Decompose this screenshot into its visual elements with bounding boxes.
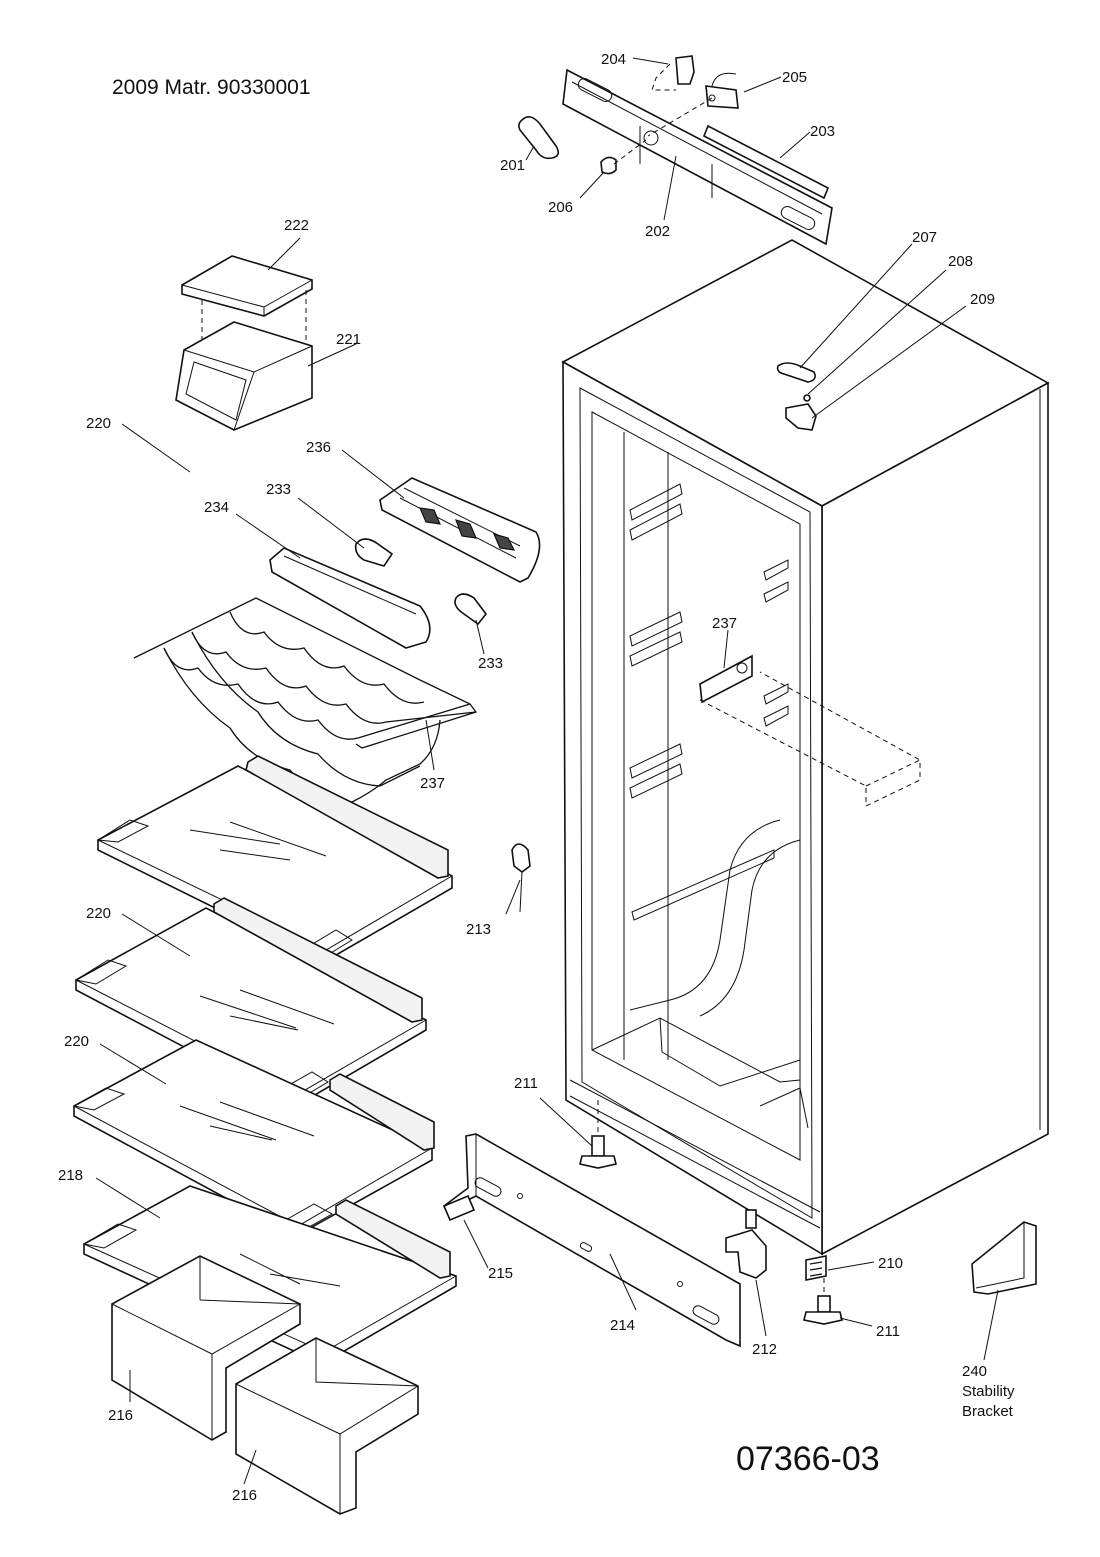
callout-209: 209: [970, 291, 995, 308]
callout-bracket: Bracket: [962, 1403, 1014, 1420]
callout-204: 204: [601, 51, 626, 68]
callout-220-bottom: 220: [64, 1033, 89, 1050]
callout-216-left: 216: [108, 1407, 133, 1424]
bracket-215: [442, 1194, 476, 1222]
dairy-box-221: [175, 321, 313, 431]
control-panel-202: [562, 68, 833, 246]
callout-211-left: 211: [514, 1075, 538, 1092]
part-207: [776, 362, 816, 383]
callout-202: 202: [645, 223, 670, 240]
callout-216-right: 216: [232, 1487, 257, 1504]
callout-220-middle: 220: [86, 905, 111, 922]
foot-211-right: [803, 1295, 843, 1325]
stability-bracket-240: [971, 1221, 1037, 1295]
callout-211-right: 211: [876, 1323, 900, 1340]
callout-214: 214: [610, 1317, 635, 1334]
light-strip-203: [702, 124, 830, 200]
callout-233-lower: 233: [478, 655, 503, 672]
callout-201: 201: [500, 157, 525, 174]
callout-208: 208: [948, 253, 973, 270]
callout-237-rack: 237: [420, 775, 445, 792]
callout-203: 203: [810, 123, 835, 140]
callout-labels: 204 205 203 201 206 202 207 208 209 222 …: [58, 51, 1015, 1504]
callout-215: 215: [488, 1265, 513, 1282]
callout-222: 222: [284, 217, 309, 234]
glass-shelf-220-middle: [74, 897, 427, 1109]
foot-211-left: [579, 1135, 617, 1169]
callout-221: 221: [336, 331, 361, 348]
lamp-housing-236: [379, 477, 541, 583]
callout-207: 207: [912, 229, 937, 246]
hinge-209: [785, 403, 817, 431]
drawing-number: 07366-03: [736, 1440, 880, 1478]
kick-plate-214: [443, 1133, 741, 1348]
crisper-shelf-218: [82, 1185, 457, 1365]
thermostat-knob-206: [600, 156, 617, 175]
lamp-213: [511, 843, 531, 913]
thermostat-205: [705, 72, 739, 109]
screw-208: [803, 394, 811, 402]
lens-201: [518, 116, 560, 160]
cabinet: [561, 239, 1050, 1256]
callout-210: 210: [878, 1255, 903, 1272]
bulb-233-lower: [454, 593, 488, 626]
callout-233-upper: 233: [266, 481, 291, 498]
dairy-lid-222: [181, 255, 313, 317]
callout-236: 236: [306, 439, 331, 456]
callout-206: 206: [548, 199, 573, 216]
callout-205: 205: [782, 69, 807, 86]
callout-stability: Stability: [962, 1383, 1015, 1400]
wine-rack-237: [133, 597, 478, 803]
callout-237-rear: 237: [712, 615, 737, 632]
part-210: [805, 1255, 827, 1281]
crisper-drawer-216-right: [235, 1337, 419, 1515]
callout-212: 212: [752, 1341, 777, 1358]
callout-240: 240: [962, 1363, 987, 1380]
header-text: 2009 Matr. 90330001: [112, 76, 311, 99]
callout-220-top: 220: [86, 415, 111, 432]
callout-234: 234: [204, 499, 229, 516]
crisper-drawer-216-left: [111, 1255, 301, 1441]
light-cover-234: [269, 547, 431, 649]
callout-218: 218: [58, 1167, 83, 1184]
plate-237-rear: [699, 654, 753, 704]
lower-hinge-212: [725, 1209, 767, 1279]
leader-lines: [95, 57, 999, 1485]
bulb-233-upper: [354, 538, 394, 567]
switch-204: [675, 55, 695, 85]
callout-213: 213: [466, 921, 491, 938]
